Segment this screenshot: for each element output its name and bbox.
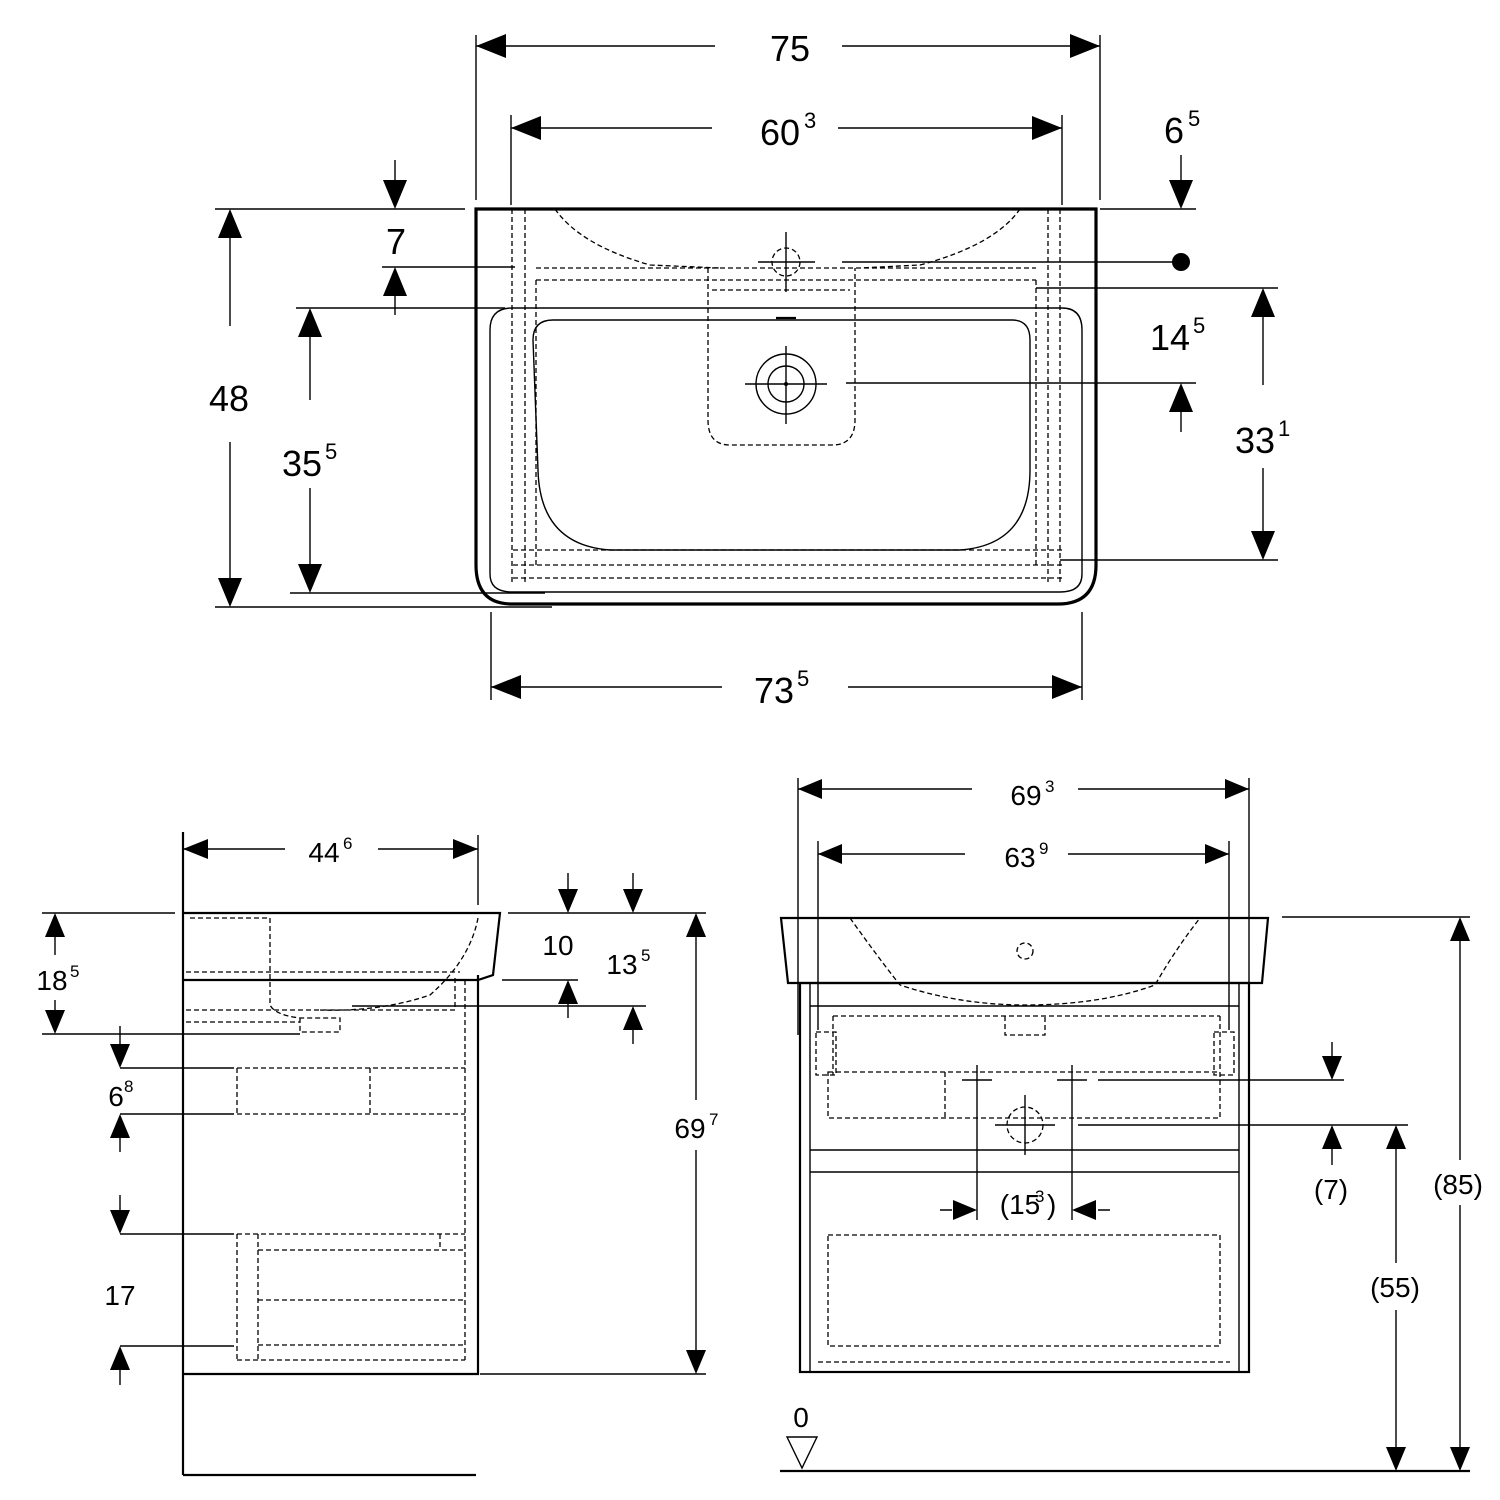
dim-top-drain-offset-sup: 5 xyxy=(1193,313,1205,338)
front-cabinet xyxy=(798,981,1251,1374)
dim-side-rim-thickness: 10 xyxy=(542,930,573,961)
dim-top-width-inner: 60 xyxy=(760,112,800,153)
dim-front-width-outer-sup: 3 xyxy=(1045,777,1054,796)
side-cabinet xyxy=(183,975,480,1376)
front-view: 69 3 63 9 (15 3 ) (7) (55) (85) 0 xyxy=(779,777,1483,1473)
front-tap-hole-icon xyxy=(1016,942,1034,960)
dim-side-rim-to-cabinet-sup: 5 xyxy=(641,946,650,965)
floor-level-label: 0 xyxy=(793,1402,809,1433)
basin-outline xyxy=(474,207,1098,606)
dim-front-drain-height: (55) xyxy=(1370,1272,1420,1303)
dim-top-tap-offset: 6 xyxy=(1164,110,1184,151)
dim-side-drawer-bottom: 17 xyxy=(104,1280,135,1311)
dim-side-cabinet-height-sup: 7 xyxy=(709,1110,718,1129)
dim-top-bowl-depth: 33 xyxy=(1235,420,1275,461)
dim-top-width-inner-sup: 3 xyxy=(804,108,816,133)
dim-front-drain-spacing-sup: 3 xyxy=(1035,1187,1044,1206)
dim-front-total-height: (85) xyxy=(1433,1169,1483,1200)
dim-front-width-inner-sup: 9 xyxy=(1039,839,1048,858)
basin-rim-inner xyxy=(489,307,1083,593)
dim-top-width-overall: 75 xyxy=(770,28,810,69)
dim-front-width-inner: 63 xyxy=(1004,842,1035,873)
front-basin xyxy=(779,916,1270,985)
dim-front-drain-offset: (7) xyxy=(1314,1174,1348,1205)
dim-top-depth-bowl: 35 xyxy=(282,443,322,484)
dim-front-drain-spacing-close: ) xyxy=(1047,1189,1056,1220)
bowl-outline xyxy=(532,319,1031,551)
dim-top-depth-bowl-sup: 5 xyxy=(325,439,337,464)
dim-front-drain-spacing: (15 xyxy=(1000,1189,1040,1220)
side-view: 44 6 18 5 10 13 5 69 7 6 8 17 xyxy=(36,832,718,1477)
hidden-lines xyxy=(511,208,1062,585)
dim-top-width-bottom: 73 xyxy=(754,670,794,711)
dim-side-basin-height-sup: 5 xyxy=(70,962,79,981)
dim-side-depth: 44 xyxy=(308,837,339,868)
dim-top-tap-offset-sup: 5 xyxy=(1188,106,1200,131)
dim-top-height-overall: 48 xyxy=(209,378,249,419)
dim-top-width-bottom-sup: 5 xyxy=(797,666,809,691)
dim-top-drain-offset: 14 xyxy=(1150,317,1190,358)
dim-top-rim-offset: 7 xyxy=(386,221,406,262)
dim-side-depth-sup: 6 xyxy=(343,834,352,853)
front-hidden-lines xyxy=(815,917,1235,1363)
top-view: 75 60 3 6 5 7 48 35 5 14 5 33 1 xyxy=(209,28,1290,711)
dim-side-cabinet-height: 69 xyxy=(674,1113,705,1144)
dim-top-bowl-depth-sup: 1 xyxy=(1278,416,1290,441)
dim-side-drawer-top-sup: 8 xyxy=(124,1077,133,1096)
side-basin-profile xyxy=(183,911,502,982)
floor-level-marker-icon xyxy=(785,1436,819,1470)
dim-side-drawer-top: 6 xyxy=(108,1081,124,1112)
dim-side-basin-height: 18 xyxy=(36,965,67,996)
side-hidden-lines xyxy=(186,917,479,1361)
dim-side-rim-to-cabinet: 13 xyxy=(606,949,637,980)
dim-front-width-outer: 69 xyxy=(1010,780,1041,811)
